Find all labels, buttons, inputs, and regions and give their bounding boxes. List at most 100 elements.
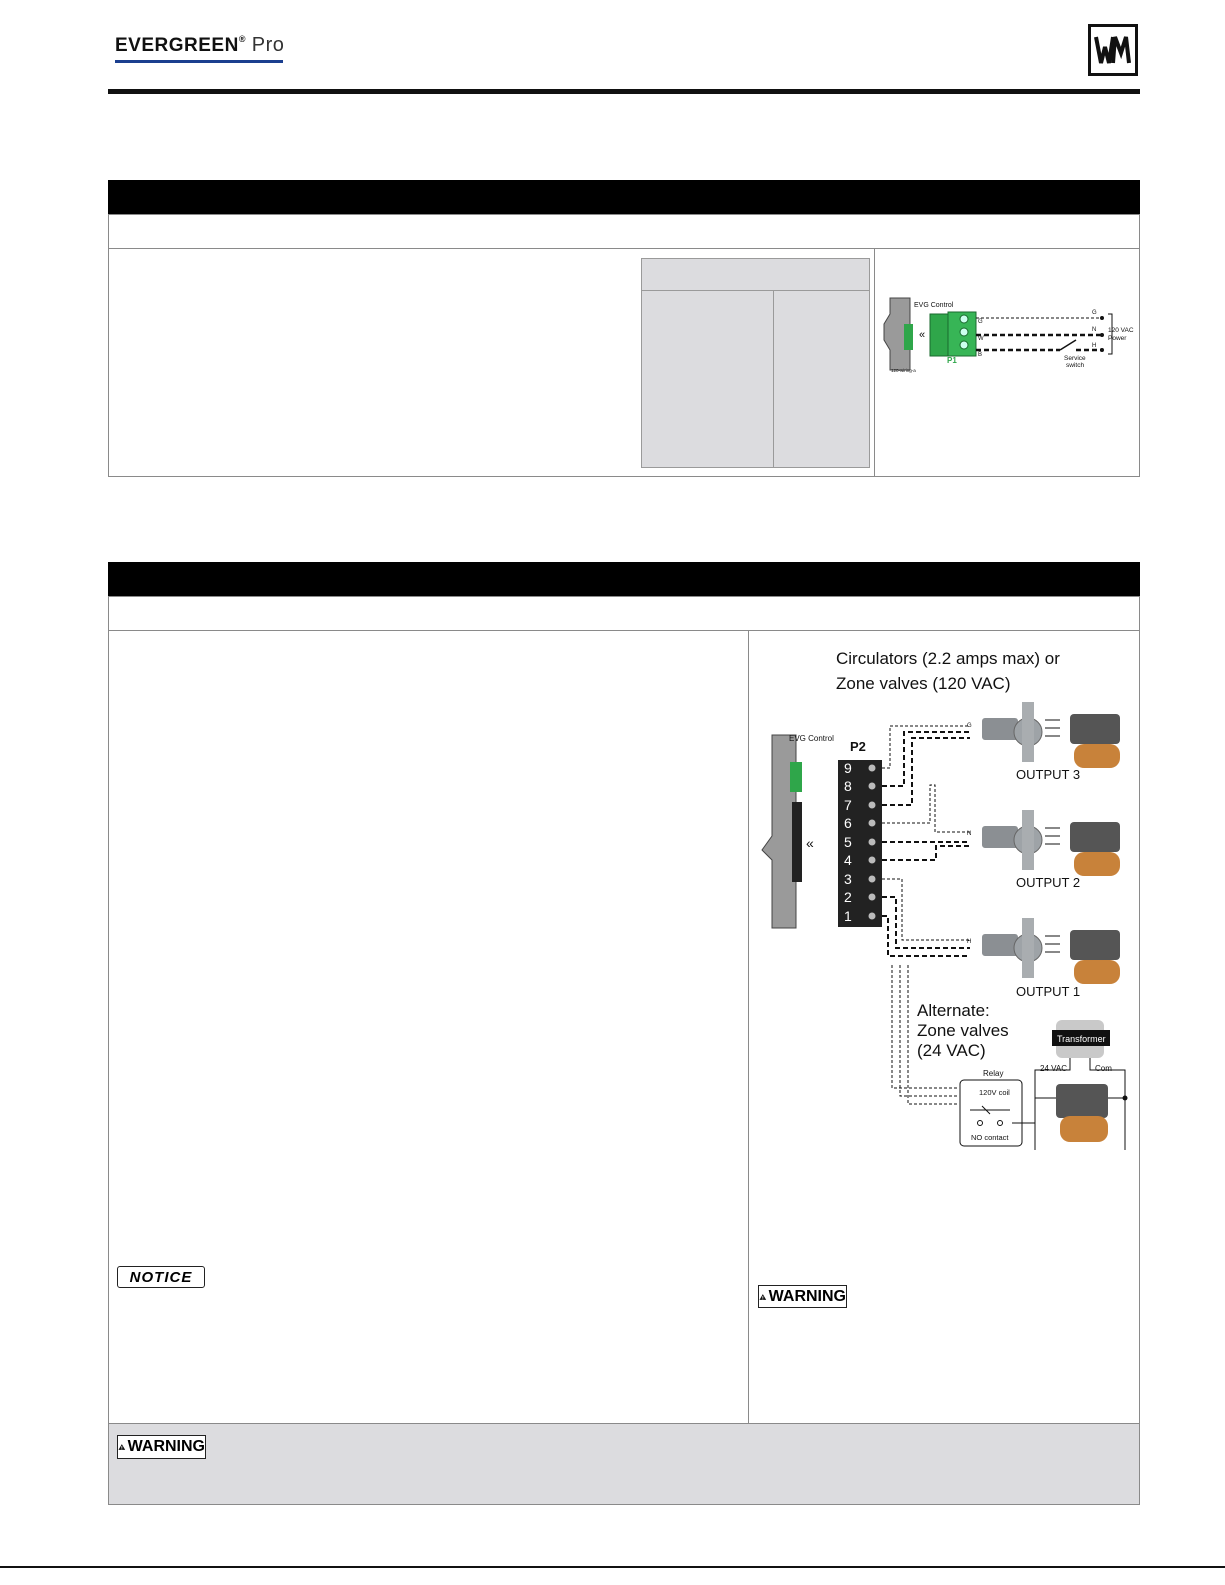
- terminal-number: 5: [844, 834, 852, 850]
- warning-label: WARNING: [768, 1287, 846, 1305]
- output2-hot-wire: [882, 845, 970, 861]
- brand-logo: EVERGREEN® Pro: [115, 34, 284, 57]
- com-label: Com: [1095, 1064, 1112, 1073]
- power-label-line2: Power: [1108, 335, 1127, 342]
- output3-ground-wire: [882, 725, 970, 769]
- circulator-motor: [982, 934, 1018, 956]
- p2-label: P2: [850, 739, 866, 754]
- p2-terminal-numbers: 9 8 7 6 5 4 3 2 1: [844, 760, 852, 924]
- relay-coil-icon: [970, 1105, 1010, 1115]
- notice-badge: NOTICE: [117, 1266, 205, 1288]
- evg-control-label: EVG Control: [789, 734, 834, 743]
- board-header: [904, 324, 913, 350]
- relay-hot-wire: [907, 965, 958, 1105]
- output2-ground-wire: [882, 784, 970, 833]
- transformer-label-plate: [1052, 1030, 1110, 1046]
- circulator-motor: [982, 718, 1018, 740]
- zone-valve-actuator: [1070, 714, 1120, 744]
- terminal-screw: [868, 801, 876, 809]
- terminal-screw: [868, 893, 876, 901]
- evg-control-label: EVG Control: [914, 302, 954, 309]
- output1-label: OUTPUT 1: [1016, 984, 1080, 999]
- service-switch-icon: [1059, 339, 1077, 351]
- terminal-w-label: W: [978, 336, 984, 342]
- alternate-label-line3: (24 VAC): [917, 1041, 986, 1060]
- section1-table: [641, 258, 870, 468]
- valve-leads: [1045, 827, 1060, 845]
- transformer-leads: [1034, 1058, 1126, 1150]
- alternate-label-line2: Zone valves: [917, 1021, 1009, 1040]
- section2-warning-badge: WARNING: [758, 1285, 847, 1308]
- wm-logo-icon: [1094, 36, 1131, 64]
- contact-icon: [997, 1120, 1003, 1126]
- output3-label: OUTPUT 3: [1016, 767, 1080, 782]
- output3-neutral-wire: [882, 731, 970, 787]
- p1-plug-body: [929, 313, 949, 357]
- terminal-screw: [868, 838, 876, 846]
- circulator-flanges: [1022, 810, 1034, 870]
- p1-wiring-diagram: EVG Control « P1 G W B G N H 120 VAC Pow…: [883, 297, 1134, 373]
- insert-arrow-icon: «: [806, 835, 814, 851]
- terminal-screw: [959, 314, 969, 324]
- zone-valve-body: [1074, 852, 1120, 876]
- diagram-title-line1: Circulators (2.2 amps max) or: [836, 649, 1060, 668]
- zone-valve-body: [1074, 960, 1120, 984]
- output3-hot-wire: [882, 737, 970, 806]
- section1-table-header-rule: [641, 290, 870, 291]
- terminal-number: 7: [844, 797, 852, 813]
- relay-ground-wire: [891, 965, 958, 1089]
- p1-label: P1: [947, 356, 957, 365]
- insert-arrow-icon: «: [919, 329, 925, 341]
- terminal-screw: [959, 327, 969, 337]
- circulator-flanges: [1022, 702, 1034, 762]
- terminal-screw: [868, 764, 876, 772]
- terminal-number: 6: [844, 815, 852, 831]
- terminal-number: 1: [844, 908, 852, 924]
- terminal-screw: [868, 912, 876, 920]
- relay-coil-label: 120V coil: [979, 1088, 1010, 1097]
- brand-name: EVERGREEN: [115, 35, 239, 56]
- section2-divider: [748, 630, 749, 1423]
- evg-control-board-edge: [883, 297, 911, 371]
- zone-valve-actuator: [1070, 822, 1120, 852]
- terminal-number: 4: [844, 852, 852, 868]
- brand-suffix: Pro: [251, 34, 285, 56]
- wire-end: [1100, 333, 1104, 337]
- terminal-number: 3: [844, 871, 852, 887]
- relay-box: [959, 1079, 1023, 1147]
- zone-valve-actuator: [1070, 930, 1120, 960]
- terminal-b-label: B: [978, 352, 982, 358]
- power-label-line1: 120 VAC: [1108, 327, 1134, 334]
- vac24-label: 24 VAC: [1040, 1064, 1067, 1073]
- gnh-label: H: [967, 939, 971, 945]
- section1-subtitle-row: [108, 214, 1140, 249]
- output1-ground-wire: [882, 878, 970, 941]
- terminal-number: 8: [844, 778, 852, 794]
- line-n-label: N: [1092, 327, 1096, 333]
- p2-terminal-screws: [868, 764, 876, 920]
- wire-end: [1100, 348, 1104, 352]
- power-bracket: [1108, 313, 1113, 355]
- footer-warning-badge: WARNING: [117, 1435, 206, 1459]
- output2-devices: N OUTPUT 2: [967, 810, 1120, 890]
- valve-leads: [1045, 935, 1060, 953]
- terminal-screw: [868, 782, 876, 790]
- brand-underline: [115, 60, 283, 63]
- p2-wiring-diagram: Circulators (2.2 amps max) or Zone valve…: [761, 649, 1128, 1150]
- section1-title-bar: [108, 180, 1140, 214]
- output2-label: OUTPUT 2: [1016, 875, 1080, 890]
- brand-registered-mark: ®: [238, 34, 246, 44]
- relay-label: Relay: [983, 1069, 1003, 1078]
- board-green-header: [790, 762, 802, 792]
- header-rule: [108, 89, 1140, 94]
- board-black-header: [792, 802, 802, 882]
- output3-devices: G OUTPUT 3: [967, 702, 1120, 782]
- zone-valve-body: [1074, 744, 1120, 768]
- circulator-motor: [982, 826, 1018, 848]
- section2-title-bar: [108, 562, 1140, 596]
- line-g-label: G: [1092, 310, 1097, 316]
- wm-logo: [1088, 24, 1138, 76]
- section1-body: [108, 248, 1140, 477]
- terminal-number: 2: [844, 889, 852, 905]
- output-wiring: [882, 725, 970, 1105]
